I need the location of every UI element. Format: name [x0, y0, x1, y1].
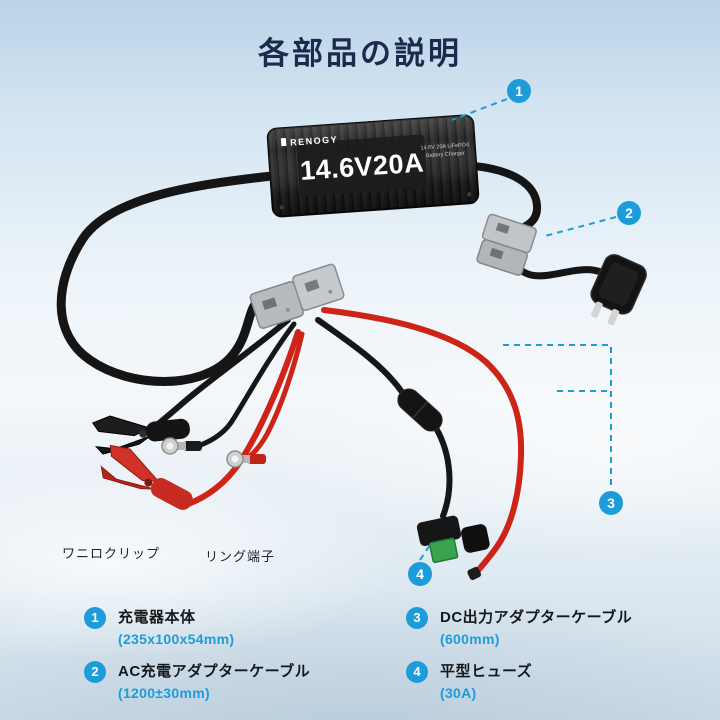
legend-item-3: 3 DC出力アダプターケーブル (600mm) [406, 606, 706, 647]
legend-badge-3: 3 [406, 607, 428, 629]
legend-badge-1: 1 [84, 607, 106, 629]
callout-leaders [419, 98, 617, 561]
legend-name-3: DC出力アダプターケーブル [440, 609, 633, 626]
cable-black-loop [56, 171, 277, 386]
callout-4-num: 4 [416, 566, 424, 582]
cable-charger-to-ac-connector [470, 162, 542, 233]
legend-name-1: 充電器本体 [118, 609, 196, 626]
legend-dim-2: (1200±30mm) [118, 685, 210, 701]
inline-fuse-holder [397, 388, 443, 432]
legend-item-4: 4 平型ヒューズ (30A) [406, 660, 706, 701]
legend-dim-3: (600mm) [440, 631, 500, 647]
leader-3 [503, 344, 612, 489]
leader-1 [451, 98, 508, 121]
device-brand-label: RENOGY [290, 134, 339, 147]
ring-terminal-red [226, 450, 266, 468]
device-spec-line1: 14.6V 20A LiFePO4 [420, 142, 469, 151]
wire-black-to-fuse-holder [315, 317, 405, 395]
callout-4: 4 [408, 562, 432, 586]
wire-end-cap [467, 566, 481, 580]
anderson-connector-main [249, 263, 345, 329]
legend-badge-4: 4 [406, 661, 428, 683]
callout-2: 2 [617, 201, 641, 225]
ring-terminal-black [161, 437, 202, 455]
alligator-clip-red [100, 444, 193, 510]
wire-black-fuse-to-flatfuse [433, 425, 453, 519]
wire-red-long [321, 307, 525, 577]
legend-name-4: 平型ヒューズ [440, 663, 533, 680]
callout-3: 3 [599, 491, 623, 515]
plug-prong-right [607, 308, 620, 326]
legend-dim-4: (30A) [440, 685, 477, 701]
plug-prong-left [591, 301, 603, 318]
renogy-logo: RENOGY [280, 134, 339, 148]
page-title: 各部品の説明 [258, 36, 462, 71]
callout-1: 1 [507, 79, 531, 103]
legend-dim-1: (235x100x54mm) [118, 631, 235, 647]
label-alligator-clip: ワニロクリップ [62, 546, 161, 561]
legend-badge-2: 2 [84, 661, 106, 683]
flat-fuse [416, 515, 490, 564]
fuse-cover [461, 524, 490, 553]
fuse-blade [428, 537, 459, 564]
leader-2 [544, 216, 617, 237]
charger-device: RENOGY 14.6V20A 14.6V 20A LiFePO4 Batter… [266, 114, 480, 218]
alligator-clip-black [91, 415, 190, 455]
legend-item-2: 2 AC充電アダプターケーブル (1200±30mm) [84, 660, 384, 701]
cables [56, 162, 616, 577]
callout-3-num: 3 [607, 495, 615, 511]
device-spec-line2: Battery Charger [426, 150, 465, 159]
callout-2-num: 2 [625, 205, 633, 221]
wire-red-to-ring [243, 331, 305, 462]
callout-1-num: 1 [515, 83, 523, 99]
leader-4 [419, 544, 431, 561]
legend-item-1: 1 充電器本体 (235x100x54mm) [84, 606, 384, 647]
label-ring-terminal: リング端子 [205, 549, 276, 564]
anderson-connector-ac [476, 213, 537, 276]
wire-black-to-ring [195, 321, 297, 449]
legend-name-2: AC充電アダプターケーブル [118, 663, 311, 680]
ac-plug [590, 254, 647, 326]
